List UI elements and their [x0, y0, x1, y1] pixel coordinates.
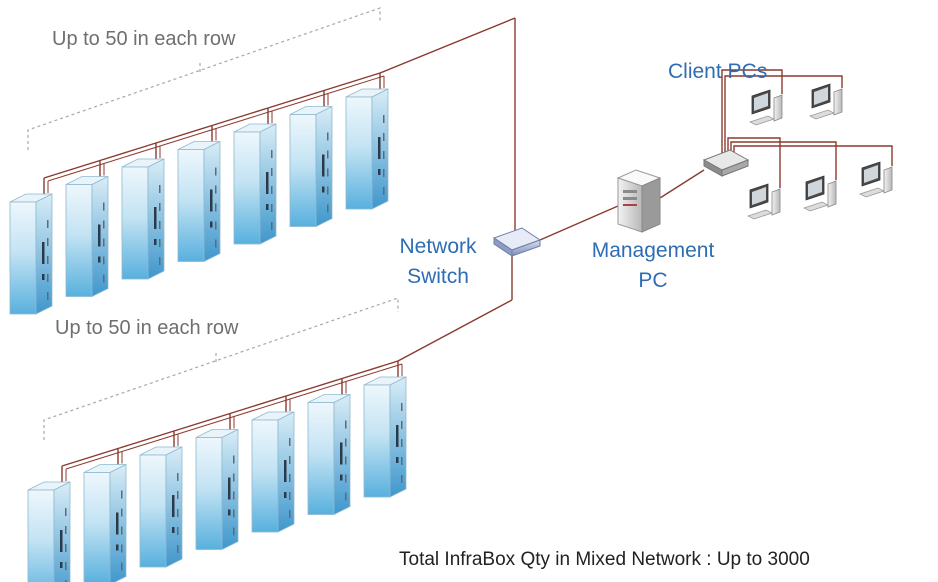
- client-hub-icon: [702, 149, 750, 177]
- top-row-rack-4: [177, 140, 221, 263]
- top-row-rack-3: [121, 158, 165, 280]
- top-row-rack-2: [65, 175, 109, 298]
- bottom-row-rack-5: [251, 411, 295, 533]
- bottom-row-rack-1: [27, 481, 71, 582]
- top-row-rack-1: [9, 193, 53, 315]
- network-switch-label-line1: Network: [399, 235, 477, 258]
- client-pc-icon-3: [746, 183, 781, 220]
- top-row-rack-7: [345, 88, 389, 210]
- total-quantity-label: Total InfraBox Qty in Mixed Network : Up…: [399, 549, 810, 570]
- row-capacity-label-top: Up to 50 in each row: [52, 28, 236, 50]
- management-pc-label-line1: Management: [591, 239, 715, 262]
- client-pc-icon-5: [858, 161, 893, 198]
- client-pc-icon-1: [748, 89, 783, 126]
- network-switch-label-line2: Switch: [407, 265, 469, 288]
- bottom-row-rack-2: [83, 463, 127, 582]
- client-pc-icon-4: [802, 175, 837, 212]
- top-row-bracket: [27, 7, 381, 150]
- client-pc-icon-2: [808, 83, 843, 120]
- network-switch-label: Network Switch: [392, 232, 484, 292]
- bottom-row-rack-6: [307, 393, 351, 516]
- top-row-rack-6: [289, 105, 333, 228]
- network-switch-icon: [492, 227, 542, 257]
- bottom-row-rack-4: [195, 428, 239, 551]
- infrabox-racks: [9, 88, 407, 582]
- management-pc-icon: [616, 169, 662, 233]
- row-capacity-label-bottom: Up to 50 in each row: [55, 317, 239, 339]
- top-row-rack-5: [233, 123, 277, 245]
- management-pc-label: Management PC: [578, 236, 728, 296]
- client-pcs: [746, 83, 893, 220]
- management-pc-label-line2: PC: [638, 269, 668, 292]
- bottom-row-bracket: [43, 297, 399, 440]
- bottom-row-rack-7: [363, 376, 407, 498]
- client-pcs-label: Client PCs: [668, 60, 768, 83]
- bottom-row-rack-3: [139, 446, 183, 568]
